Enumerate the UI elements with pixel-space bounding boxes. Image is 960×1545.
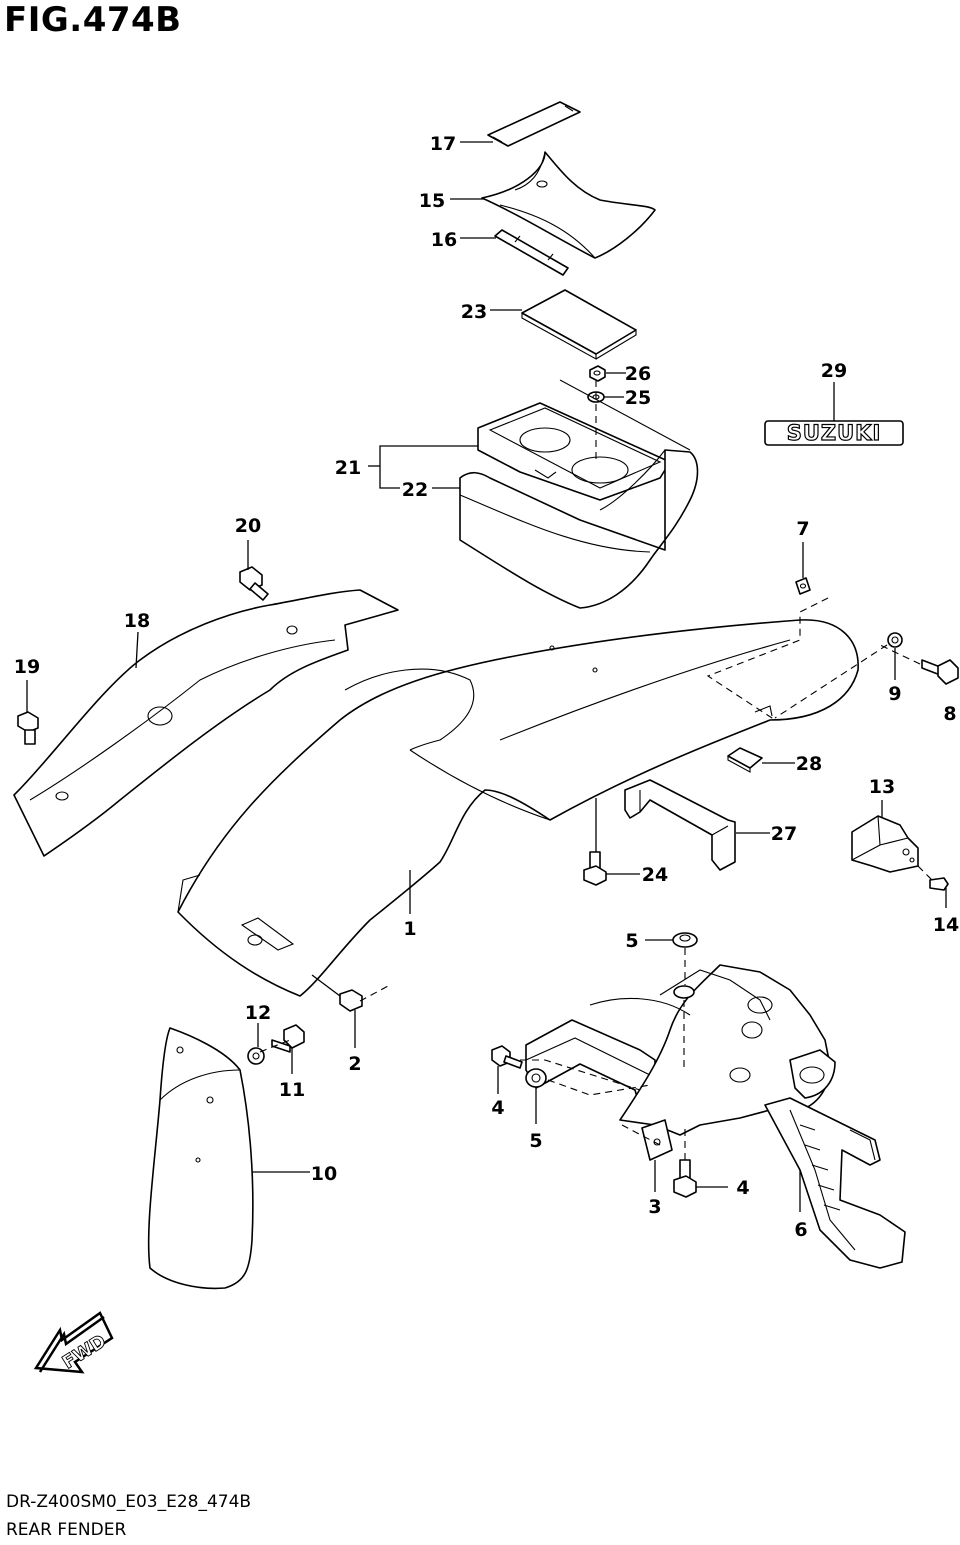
part-bolt: [921, 659, 959, 685]
part-badge: SUZUKI: [764, 420, 904, 446]
callout-11: 11: [279, 1079, 305, 1101]
callout-24: 24: [642, 864, 668, 886]
part-bracket: [851, 815, 919, 873]
callout-19: 19: [14, 656, 40, 678]
part-rear-fender: [177, 619, 859, 997]
part-box: [459, 379, 699, 609]
callout-22: 22: [402, 479, 428, 501]
callout-21: 21: [335, 457, 361, 479]
callout-8: 8: [943, 703, 956, 725]
part-plate-bracket: [764, 1097, 906, 1269]
callout-2: 2: [348, 1053, 361, 1075]
callout-13: 13: [869, 776, 895, 798]
part-side-cover: [13, 589, 399, 857]
part-bolt: [491, 1045, 523, 1069]
callout-4: 4: [491, 1097, 504, 1119]
part-strap: [487, 101, 581, 147]
part-tray: [477, 402, 671, 501]
part-tool: [494, 229, 569, 276]
fwd-arrow-icon: FWD: [33, 1311, 114, 1374]
callout-25: 25: [625, 387, 651, 409]
part-clip: [641, 1119, 673, 1161]
part-bolt: [271, 1024, 305, 1053]
part-nut: [589, 365, 606, 382]
part-grommet: [672, 932, 698, 948]
part-pad: [727, 747, 763, 773]
part-pad: [521, 289, 637, 360]
part-grommet: [525, 1068, 547, 1088]
part-mud-flap: [147, 1027, 254, 1290]
callout-labels: 17 15 16 23 26 25 29 21 22 20 7 18 19 9 …: [14, 133, 959, 1241]
callout-20: 20: [235, 515, 261, 537]
figure-title: FIG.474B: [4, 0, 182, 40]
part-bolt: [339, 989, 363, 1012]
callout-26: 26: [625, 363, 651, 385]
callout-12: 12: [245, 1002, 271, 1024]
callout-4: 4: [736, 1177, 749, 1199]
part-rear-bracket: [525, 964, 836, 1136]
callout-9: 9: [888, 683, 901, 705]
part-handle: [624, 779, 736, 871]
callout-10: 10: [311, 1163, 337, 1185]
callout-16: 16: [431, 229, 457, 251]
callout-7: 7: [796, 518, 809, 540]
callout-15: 15: [419, 190, 445, 212]
figure-code: DR-Z400SM0_E03_E28_474B: [6, 1492, 252, 1512]
part-bolt: [583, 851, 607, 886]
leader-lines: [26, 141, 947, 1212]
callout-28: 28: [796, 753, 822, 775]
part-clip: [795, 577, 811, 595]
callout-5: 5: [625, 930, 638, 952]
callout-3: 3: [648, 1196, 661, 1218]
part-bolt: [239, 566, 269, 601]
part-washer: [247, 1047, 265, 1065]
callout-14: 14: [933, 914, 959, 936]
callout-23: 23: [461, 301, 487, 323]
callout-17: 17: [430, 133, 456, 155]
callout-27: 27: [771, 823, 797, 845]
part-tool-bag: [481, 151, 656, 259]
assembly-lines: [259, 380, 933, 1160]
badge-text: SUZUKI: [787, 421, 882, 445]
part-bolt: [17, 711, 39, 745]
part-bolt: [673, 1159, 697, 1198]
part-screw: [929, 877, 949, 891]
callout-6: 6: [794, 1219, 807, 1241]
figure-name: REAR FENDER: [6, 1520, 127, 1540]
callout-5: 5: [529, 1130, 542, 1152]
callout-1: 1: [403, 918, 416, 940]
callout-18: 18: [124, 610, 150, 632]
callout-29: 29: [821, 360, 847, 382]
part-washer: [887, 632, 903, 648]
